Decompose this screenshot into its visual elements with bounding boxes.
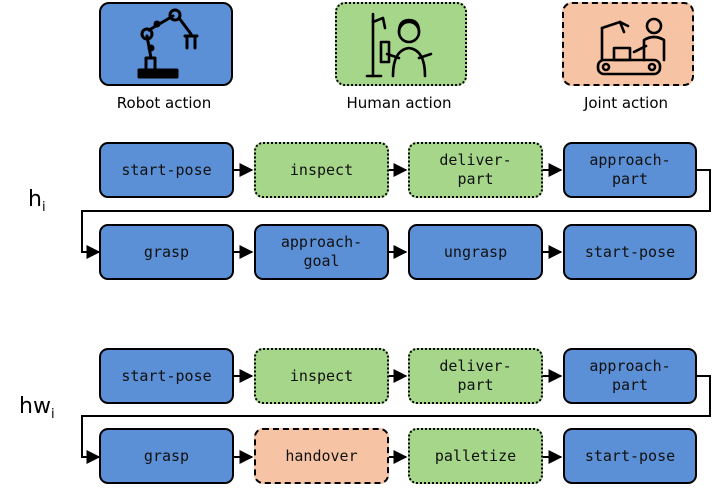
sequence-label-h: hi — [28, 187, 46, 215]
action-node: ungrasp — [408, 224, 543, 280]
legend-joint-label: Joint action — [583, 94, 669, 112]
action-node: start-pose — [99, 348, 234, 404]
legend-robot-label: Robot action — [116, 94, 212, 112]
sequence-label-sub: i — [41, 200, 46, 215]
sequence-label-sub: i — [50, 407, 55, 422]
action-node: start-pose — [99, 142, 234, 198]
action-node: deliver- part — [408, 142, 543, 198]
action-node: approach- part — [563, 348, 697, 404]
action-node: deliver- part — [408, 348, 543, 404]
robot-arm-icon — [99, 2, 233, 86]
action-node: start-pose — [563, 428, 697, 484]
action-node: palletize — [408, 428, 543, 484]
action-node: approach- part — [563, 142, 697, 198]
joint-work-icon — [562, 2, 694, 86]
action-node: handover — [254, 428, 389, 484]
action-node: grasp — [99, 428, 234, 484]
action-node: inspect — [254, 142, 389, 198]
wrap-arrow — [81, 169, 711, 259]
action-node: inspect — [254, 348, 389, 404]
sequence-label-hw: hwi — [19, 394, 55, 422]
action-node: grasp — [99, 224, 234, 280]
action-node: start-pose — [563, 224, 697, 280]
legend-human-label: Human action — [346, 94, 452, 112]
sequence-label-main: h — [28, 187, 42, 212]
human-worker-icon — [335, 2, 467, 86]
sequence-label-main: hw — [19, 394, 51, 419]
action-node: approach- goal — [254, 224, 389, 280]
wrap-arrow — [81, 375, 711, 464]
